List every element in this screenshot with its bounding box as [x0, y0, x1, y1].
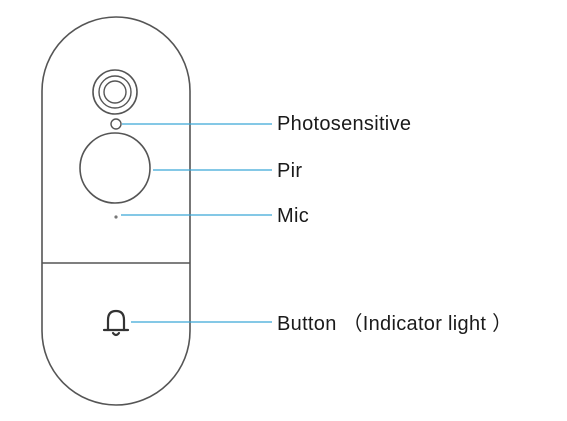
label-photosensitive: Photosensitive — [277, 113, 412, 135]
photosensitive-sensor — [110, 118, 122, 130]
label-pir: Pir — [277, 160, 303, 182]
label-mic: Mic — [277, 205, 310, 227]
bell-icon — [102, 309, 130, 337]
camera-lens-icon — [92, 69, 138, 115]
pir-sensor — [79, 132, 151, 204]
label-button-indicator-light: Button （Indicator light ） — [277, 313, 513, 335]
mic-hole — [114, 215, 118, 219]
doorbell-body — [41, 16, 191, 406]
